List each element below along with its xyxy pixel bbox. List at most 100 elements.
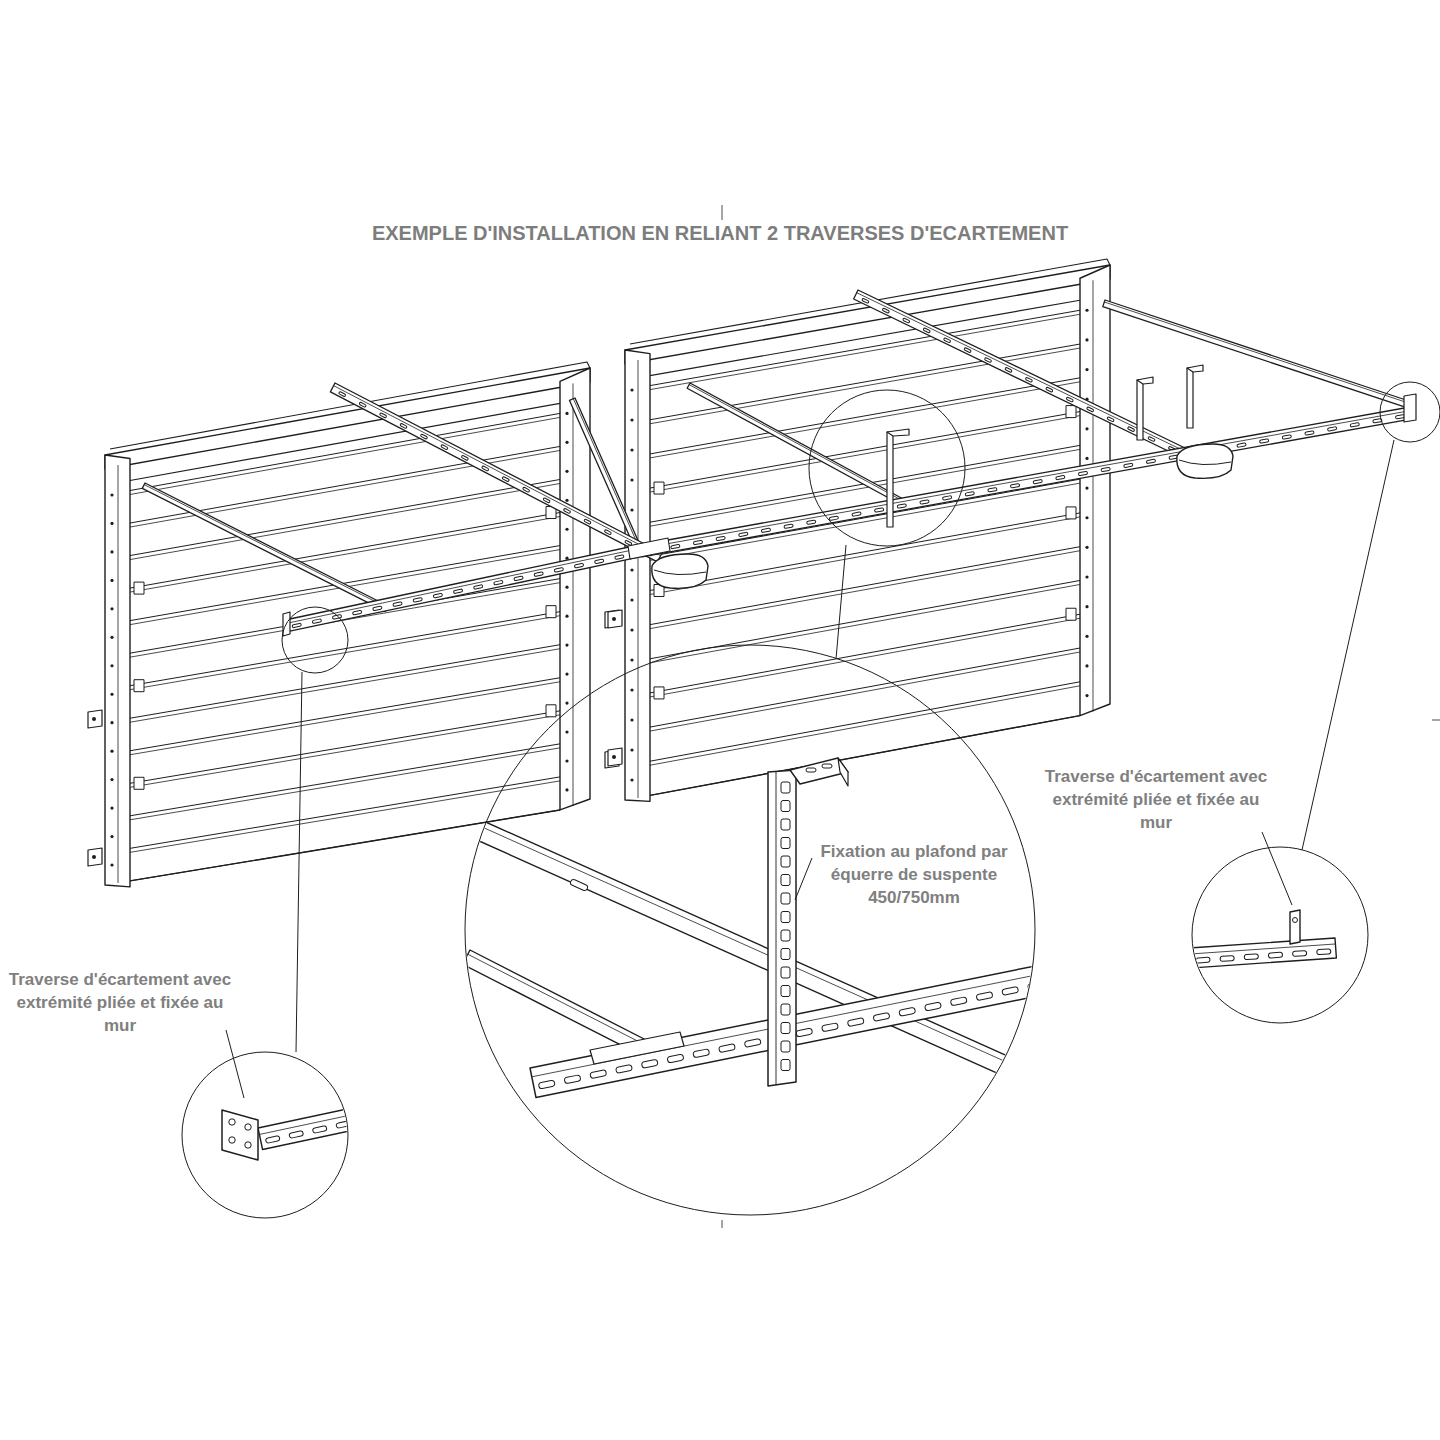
bracket-edge	[776, 772, 777, 1085]
door-panel-groove	[650, 517, 1080, 595]
slot-hole	[514, 576, 523, 581]
wall-bracket	[88, 848, 102, 866]
detail-bracket	[462, 758, 1051, 1097]
slot-hole	[393, 602, 402, 607]
post-hole	[565, 644, 568, 647]
bent-end	[1404, 394, 1416, 422]
slot-hole	[1237, 443, 1246, 448]
sheet-tick	[722, 205, 723, 220]
slot-hole	[781, 856, 790, 867]
door-panel-groove	[650, 483, 1080, 560]
slot-hole	[781, 893, 790, 904]
slot-hole	[482, 466, 489, 471]
slot-hole	[781, 1023, 790, 1034]
slot-hole	[873, 1012, 890, 1021]
leader-line	[296, 672, 302, 1052]
beam-edge	[144, 485, 387, 608]
bracket-flange	[887, 429, 909, 436]
beam	[640, 407, 1412, 557]
slot-hole	[1146, 459, 1155, 464]
slot-hole	[1292, 950, 1306, 956]
splice-plate	[628, 538, 670, 559]
callout-circle	[282, 607, 348, 673]
post-hole	[630, 388, 633, 391]
beam	[258, 1108, 357, 1150]
beam-edge	[857, 293, 1184, 451]
slot-hole	[781, 986, 790, 997]
slot-hole	[920, 500, 929, 505]
post-hole	[1085, 664, 1088, 667]
slot-hole	[806, 768, 816, 772]
slot-hole	[494, 580, 503, 585]
door-panel-line	[130, 744, 560, 816]
leader-line	[1302, 440, 1394, 850]
door-panel-line	[130, 678, 560, 751]
door-panel-line	[650, 378, 1080, 454]
slot-hole	[882, 308, 889, 313]
label-holder: Traverse d'écartement avec extrémité pli…	[1040, 765, 1272, 834]
post-hole	[565, 441, 568, 444]
bolt-hole	[245, 1142, 251, 1148]
post-hole	[630, 718, 633, 721]
slot-hole	[543, 498, 550, 503]
bolt-hole	[245, 1124, 251, 1130]
bent-end-plate	[222, 1110, 258, 1160]
slot-hole	[796, 1028, 813, 1037]
slot-hole	[1025, 377, 1032, 382]
slot-hole	[1002, 986, 1019, 995]
slot-hole	[781, 1060, 790, 1071]
post-hole	[565, 586, 568, 589]
opener-motor	[652, 554, 708, 588]
bolt-hole	[1293, 918, 1298, 923]
sheet-tick	[722, 1220, 723, 1228]
slot-hole	[761, 528, 770, 533]
door-panel-groove	[650, 348, 1080, 424]
post-hole	[110, 750, 113, 753]
beam	[1103, 300, 1412, 409]
post-hole	[1085, 457, 1088, 460]
post-hole	[1085, 694, 1088, 697]
wall-bracket	[88, 710, 102, 728]
slot-hole	[534, 572, 543, 577]
door-panel-line	[650, 513, 1080, 591]
suspension-bracket	[768, 770, 796, 1086]
slot-hole	[1148, 436, 1155, 441]
bolt-hole	[229, 1119, 235, 1125]
hinge	[1066, 507, 1076, 519]
slot-hole	[441, 444, 448, 449]
post-hole	[110, 550, 113, 553]
slot-hole	[584, 519, 591, 524]
bracket-lip	[838, 758, 848, 786]
slot-hole	[943, 338, 950, 343]
door-panel-line	[130, 711, 560, 783]
post-hole	[630, 748, 633, 751]
door-panel-groove	[130, 417, 560, 494]
slot-hole	[1259, 439, 1268, 444]
slot-hole	[400, 423, 407, 428]
slot-hole	[616, 1064, 633, 1073]
slot-hole	[433, 593, 442, 598]
slot-hole	[413, 597, 422, 602]
slot-hole	[1087, 407, 1094, 412]
post-hole	[630, 478, 633, 481]
beam-edge	[468, 954, 648, 1046]
slot-hole	[965, 492, 974, 497]
slot-hole	[781, 782, 790, 793]
beam-edge	[468, 820, 1048, 1080]
beam-edge	[1104, 302, 1411, 404]
door-post-inner	[118, 465, 119, 883]
slot-hole	[1244, 954, 1258, 960]
post-hole	[565, 499, 568, 502]
beam	[463, 950, 650, 1056]
hinge	[546, 606, 556, 618]
beam	[687, 383, 905, 505]
hinge	[1066, 406, 1076, 418]
slot-hole	[625, 540, 632, 545]
slot-hole	[716, 536, 725, 541]
slot-hole	[903, 318, 910, 323]
hinge	[134, 680, 144, 692]
slot-hole	[1028, 981, 1045, 990]
post-hole	[1085, 368, 1088, 371]
slot-hole	[781, 801, 790, 812]
